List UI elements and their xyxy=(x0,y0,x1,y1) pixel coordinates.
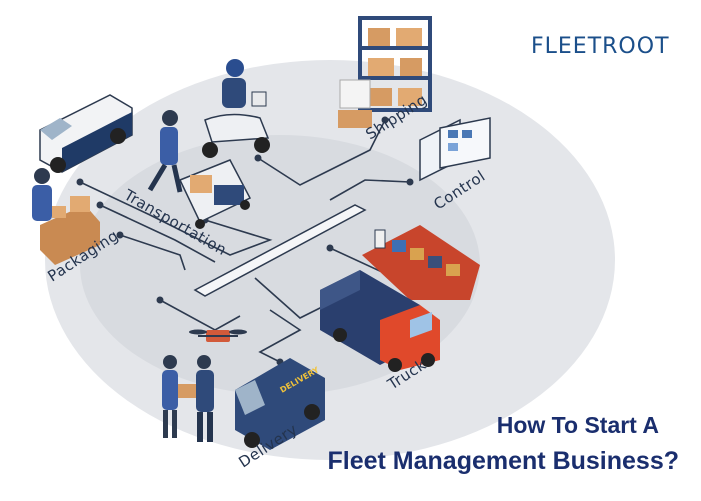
cargo-ship-illustration xyxy=(362,225,480,300)
trolley-worker-illustration xyxy=(147,110,252,229)
cargo-van-illustration xyxy=(39,94,133,173)
packaging-worker-illustration xyxy=(32,168,100,265)
drone-illustration xyxy=(189,329,247,342)
scooter-courier-illustration xyxy=(202,59,270,158)
headline-line-2: Fleet Management Business? xyxy=(327,447,679,475)
headline-line-1: How To Start A xyxy=(496,412,659,438)
parcel-handover-illustration xyxy=(162,355,214,442)
central-hub xyxy=(193,204,367,297)
warehouse-shelf-illustration xyxy=(338,16,432,128)
control-monitors-illustration xyxy=(419,117,491,182)
truck-illustration xyxy=(320,270,440,372)
delivery-van-illustration: DELIVERY xyxy=(235,358,325,450)
brand-logo: FLEETROOT xyxy=(531,34,670,59)
